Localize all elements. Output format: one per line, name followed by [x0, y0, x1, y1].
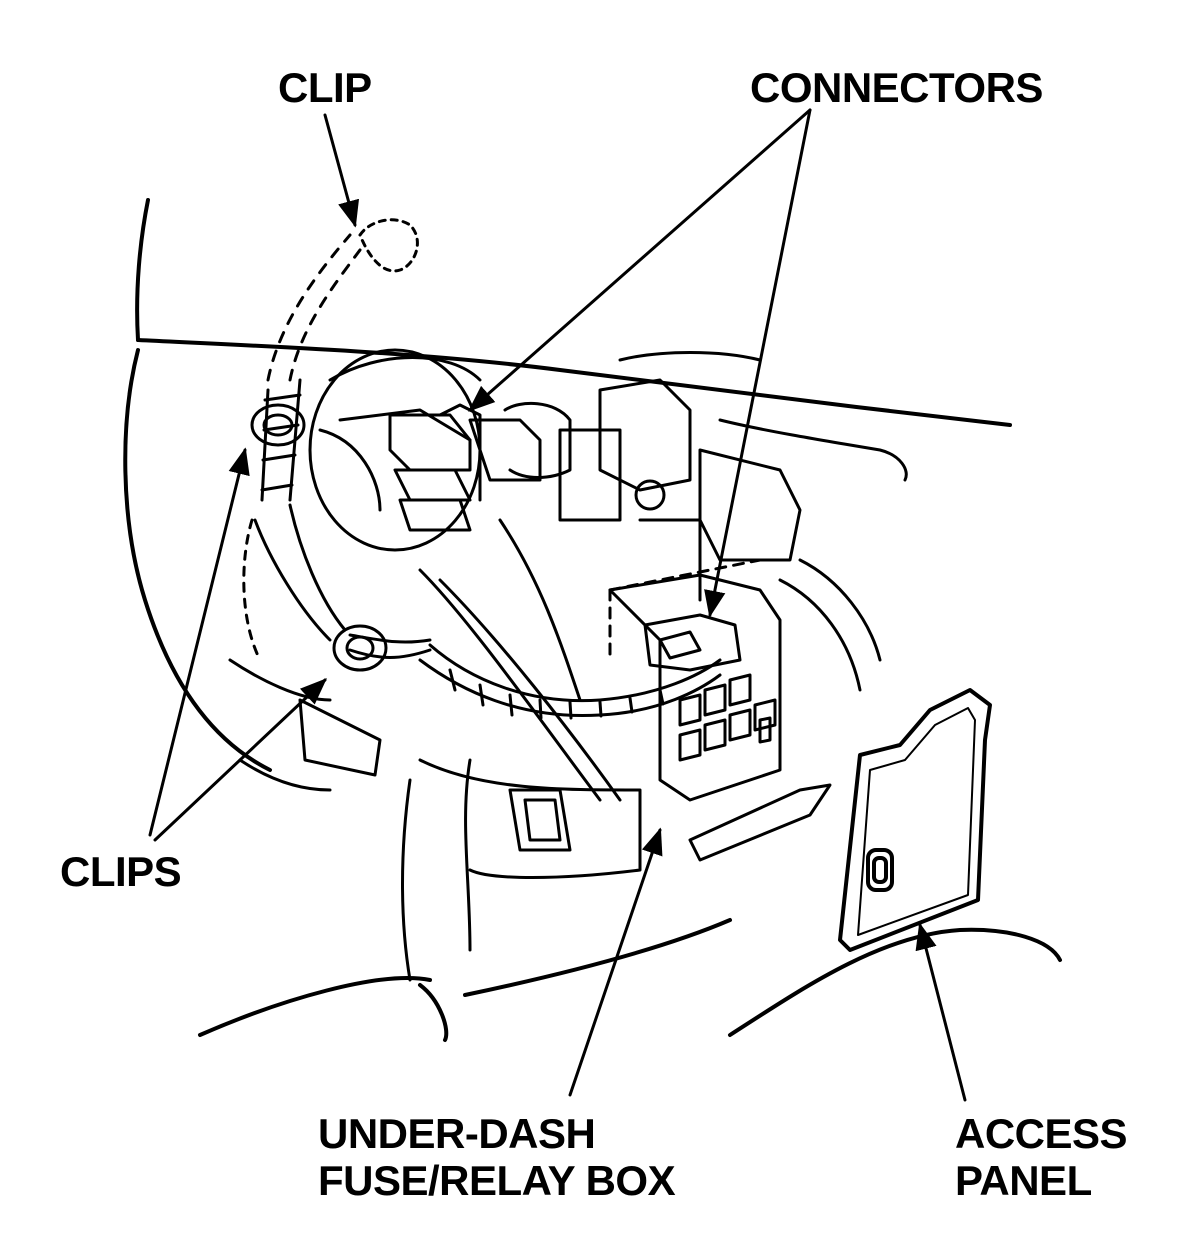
fuse-relay-box — [608, 558, 782, 802]
leader-arrows — [148, 108, 967, 1102]
fuse-relay-box-label: UNDER-DASH FUSE/RELAY BOX — [318, 1110, 676, 1205]
dashboard-outline — [123, 198, 1062, 1042]
clip-arrow — [323, 113, 360, 228]
access-panel-label: ACCESS PANEL — [955, 1110, 1128, 1205]
clips-label: CLIPS — [60, 848, 182, 895]
wire-harness — [242, 218, 722, 802]
access-panel-arrow — [915, 922, 967, 1102]
clips-arrow-lower — [153, 678, 327, 842]
access-panel-label-line1: ACCESS — [955, 1110, 1128, 1157]
clip-label: CLIP — [278, 64, 372, 111]
clips-arrow-upper — [148, 447, 250, 837]
steering-column — [308, 348, 482, 552]
fuse-relay-box-label-line2: FUSE/RELAY BOX — [318, 1157, 676, 1205]
connectors-label: CONNECTORS — [750, 64, 1043, 111]
harness-clips — [250, 403, 388, 672]
lower-console — [228, 658, 832, 982]
access-panel-label-line2: PANEL — [955, 1157, 1092, 1205]
connector-cluster-upper — [388, 378, 692, 532]
access-panel — [838, 688, 992, 952]
connectors-arrow-right — [704, 108, 812, 618]
connectors-arrow-left — [467, 108, 812, 412]
fuse-relay-box-label-line1: UNDER-DASH — [318, 1110, 596, 1157]
fuse-box-arrow — [568, 827, 663, 1097]
